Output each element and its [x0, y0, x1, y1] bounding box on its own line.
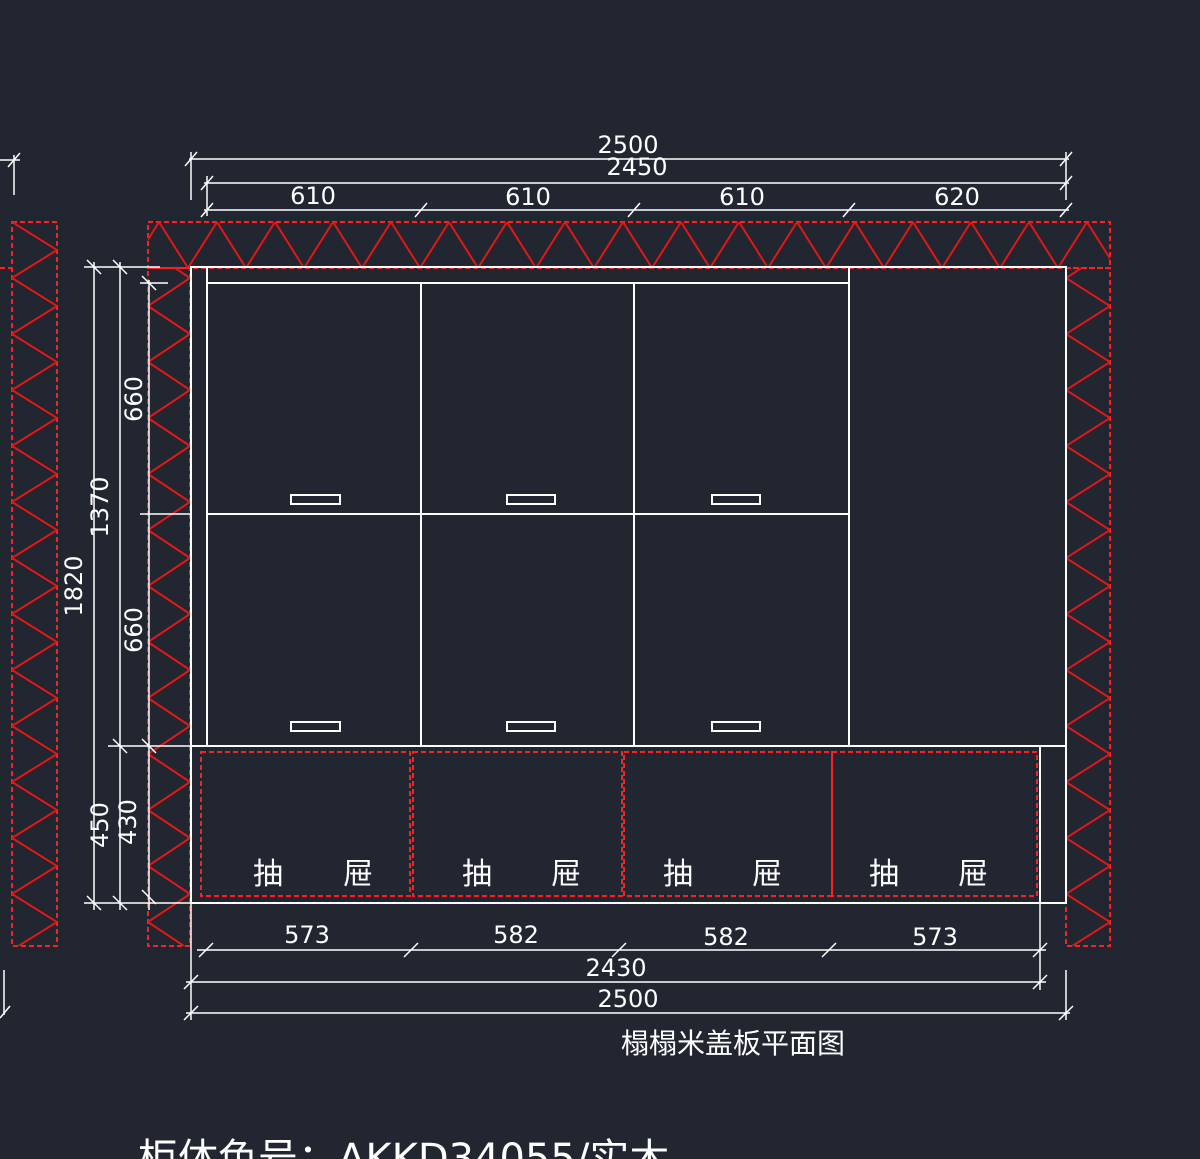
dim-bottom-inner: 2430	[585, 954, 646, 982]
left-dimensions: 1820 1370 660 660 450 430	[60, 259, 191, 911]
far-left-marks	[0, 152, 21, 1019]
handle	[711, 721, 761, 732]
dim-bottom-seg-4: 573	[912, 923, 958, 951]
wall-right	[1065, 267, 1111, 947]
dim-bottom-overall: 2500	[597, 985, 658, 1013]
drawer-1-label-right: 屉	[343, 857, 373, 892]
drawer-4-label-left: 抽	[869, 857, 899, 892]
hatch-stroke	[1066, 268, 1110, 946]
dim-top-seg-4: 620	[934, 183, 980, 211]
wall-far-left	[0, 221, 58, 947]
dim-left-lower-inner: 430	[114, 799, 142, 845]
dim-bottom-seg-1: 573	[284, 921, 330, 949]
drawer-4-label-right: 屉	[958, 857, 988, 892]
dim-top-overall: 2500	[597, 131, 658, 159]
handle	[711, 494, 761, 505]
drawer-2-label-right: 屉	[551, 857, 581, 892]
drawer-3	[623, 751, 833, 897]
top-dimensions: 2500 2450 610 610 610 620	[184, 131, 1073, 218]
handle	[506, 721, 556, 732]
dim-top-seg-2: 610	[505, 183, 551, 211]
dim-left-total: 1820	[60, 555, 88, 616]
dim-top-seg-3: 610	[719, 183, 765, 211]
drawer-3-label-right: 屉	[752, 857, 782, 892]
wall-left	[147, 267, 191, 947]
drawing-title: 榻榻米盖板平面图	[621, 1027, 845, 1060]
dim-left-upper-2: 660	[120, 607, 148, 653]
bottom-note: 柜体色号：AKKD34055/实木	[138, 1136, 669, 1159]
dim-bottom-seg-2: 582	[493, 921, 539, 949]
door-handles	[290, 494, 761, 732]
bottom-dimensions: 573 582 582 573 2430 2500	[183, 903, 1074, 1021]
hatch-stroke	[11, 222, 57, 946]
dim-top-inner: 2450	[606, 153, 667, 181]
drawer-3-label-left: 抽	[663, 857, 693, 892]
drawer-4	[831, 751, 1038, 897]
dim-left-upper: 1370	[86, 476, 114, 537]
cabinet-outline	[190, 266, 1067, 904]
drawer-2-label-left: 抽	[462, 857, 492, 892]
drawer-1-label-left: 抽	[253, 857, 283, 892]
drawer-2	[412, 751, 623, 897]
drawers: 抽 屉 抽 屉 抽 屉 抽 屉	[200, 751, 1038, 897]
handle	[506, 494, 556, 505]
hatch-stroke	[148, 222, 1110, 268]
handle	[290, 494, 341, 505]
dim-left-lower-outer: 450	[86, 802, 114, 848]
dim-left-upper-1: 660	[120, 376, 148, 422]
hatch-stroke	[148, 268, 190, 946]
wall-top	[147, 221, 1111, 269]
drawer-1	[200, 751, 411, 897]
dim-bottom-seg-3: 582	[703, 923, 749, 951]
handle	[290, 721, 341, 732]
dim-top-seg-1: 610	[290, 182, 336, 210]
